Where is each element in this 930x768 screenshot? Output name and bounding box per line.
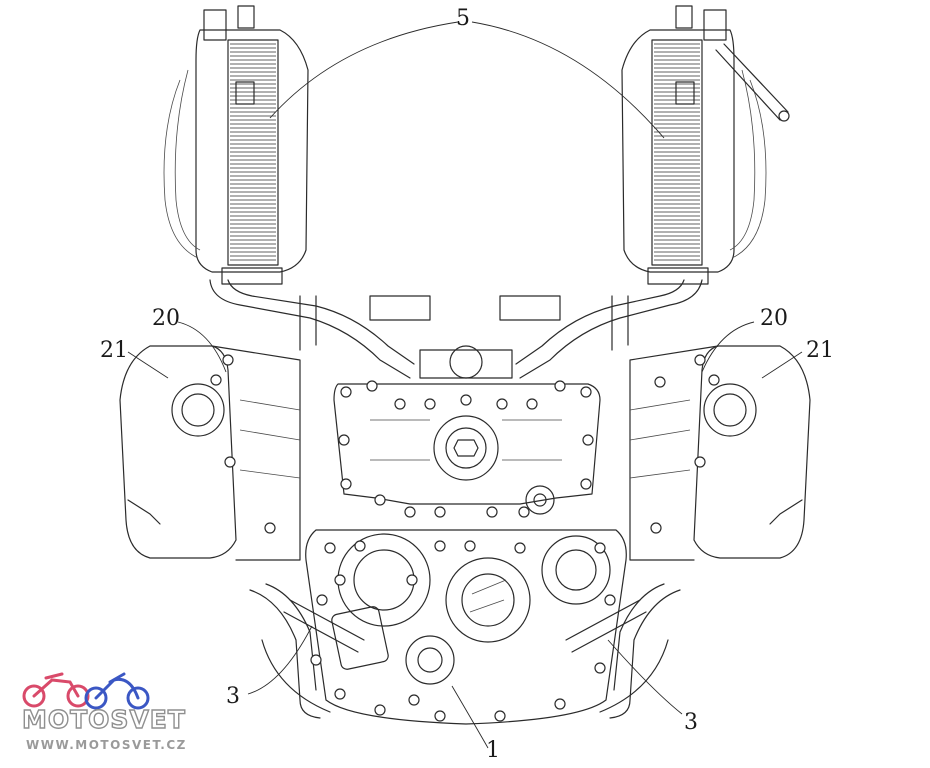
callout-radiator: 5	[456, 6, 470, 31]
callout-exhaust-right: 3	[684, 710, 698, 735]
right-radiator-fins	[654, 43, 700, 261]
callout-crankcase: 1	[486, 738, 500, 763]
callout-cylinder-head-right: 21	[806, 338, 834, 363]
exhaust-pipes	[249, 583, 681, 719]
callout-cover-left: 20	[152, 306, 180, 331]
upper-cover	[333, 383, 601, 505]
bolt-pattern	[210, 354, 720, 722]
callout-exhaust-left: 3	[226, 684, 240, 709]
watermark-url: WWW.MOTOSVET.CZ	[26, 738, 187, 752]
left-radiator	[163, 5, 309, 285]
motorcycle-logo-icon	[22, 672, 150, 710]
watermark-brand: MOTOSVET	[21, 704, 186, 734]
callout-cover-right: 20	[760, 306, 788, 331]
leader-lines	[127, 21, 803, 749]
coolant-pipes	[209, 279, 703, 379]
crankcase	[305, 485, 627, 725]
left-radiator-fins	[230, 43, 276, 261]
right-radiator	[621, 5, 790, 285]
callout-cylinder-head-left: 21	[100, 338, 128, 363]
